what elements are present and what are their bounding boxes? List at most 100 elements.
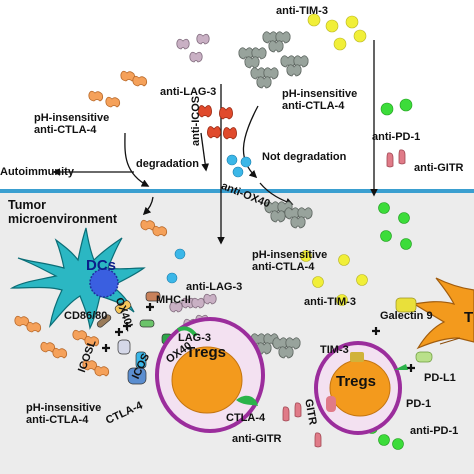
antibody-orange xyxy=(15,316,41,332)
antibody-pd1 xyxy=(392,438,404,450)
antibody-icos xyxy=(219,107,233,120)
label-galectin9: Galectin 9 xyxy=(380,310,433,322)
antibody-lag3 xyxy=(189,51,203,63)
label-tregs-2: Tregs xyxy=(336,373,377,390)
antibody-ox40 xyxy=(166,272,178,284)
antibody-tim3 xyxy=(325,19,339,33)
grey-antibodies-tme xyxy=(251,202,312,358)
antibody-lag3 xyxy=(176,38,190,50)
antibody-pd1 xyxy=(378,202,390,214)
antibody-pd1 xyxy=(400,238,412,250)
tim3-dots-top xyxy=(307,13,367,51)
block-mark xyxy=(372,327,380,335)
antibody-ctla4-cluster xyxy=(263,32,290,52)
label-anti-icos: anti-ICOS xyxy=(190,95,202,146)
antibody-orange xyxy=(88,90,104,102)
label-cd86-80: CD86/80 xyxy=(64,310,108,322)
antibody-ctla4-cluster xyxy=(239,48,266,68)
label-pd-l1: PD-L1 xyxy=(424,372,456,384)
label-autoimmunity: Autoimmunity xyxy=(0,166,74,178)
label-dcs: DCs xyxy=(86,257,117,274)
ctla4-on-treg xyxy=(236,395,258,406)
antibody-ox40 xyxy=(232,166,244,178)
antibody-ctla4-cluster xyxy=(281,56,308,76)
block-mark xyxy=(146,303,154,311)
antibody-gitr xyxy=(282,406,290,422)
antibody-pd1 xyxy=(398,212,410,224)
label-tumor-cell-cut: T xyxy=(464,309,474,326)
gitr-antibodies-top xyxy=(386,149,406,168)
antibody-tim3 xyxy=(312,276,324,288)
label-anti-gitr-top: anti-GITR xyxy=(414,162,464,174)
label-mhc-ii: MHC-II xyxy=(156,294,191,306)
antibody-icos xyxy=(223,127,237,140)
antibody-gitr xyxy=(294,402,302,418)
antibody-ox40 xyxy=(226,154,238,166)
pd1-receptor xyxy=(394,364,408,370)
mhc-ii-receptor xyxy=(145,291,161,302)
ctla4-receptor-blue xyxy=(127,367,147,385)
label-not-degradation: Not degradation xyxy=(262,151,347,163)
antibody-pd1 xyxy=(380,230,392,242)
label-lag3: LAG-3 xyxy=(178,332,211,344)
antibody-tim3 xyxy=(338,254,350,266)
treg-cell-1 xyxy=(155,317,265,433)
label-tim3: TIM-3 xyxy=(320,344,349,356)
tim3-dots-tme xyxy=(300,250,368,306)
antibody-orange xyxy=(41,342,67,358)
antibody-gitr xyxy=(386,152,394,168)
label-anti-pd1-top: anti-PD-1 xyxy=(372,131,421,143)
antibody-ctla4-cluster xyxy=(285,208,312,228)
block-mark xyxy=(407,364,415,372)
antibody-tim3 xyxy=(333,37,347,51)
tumor-boundary-line xyxy=(0,189,474,193)
label-anti-tim3: anti-TIM-3 xyxy=(276,5,328,17)
antibody-lag3 xyxy=(192,294,216,308)
antibody-tim3 xyxy=(356,274,368,286)
cd86-80-receptor xyxy=(96,314,112,328)
treg-cell-2 xyxy=(314,341,408,435)
label-anti-gitr-tme: anti-GITR xyxy=(232,433,282,445)
block-mark xyxy=(123,322,131,330)
label-anti-lag3-tme: anti-LAG-3 xyxy=(186,281,243,293)
red-antibodies-top xyxy=(198,105,237,140)
ox40-dots-top xyxy=(226,154,252,178)
gitr-receptor xyxy=(326,396,336,412)
galectin9-ligand xyxy=(395,297,417,313)
label-degradation: degradation xyxy=(136,158,199,170)
icos-receptor xyxy=(135,351,147,369)
tcr-receptor xyxy=(139,319,155,328)
antibody-pd1 xyxy=(378,434,390,446)
antibody-lag3 xyxy=(196,33,210,45)
antibody-orange xyxy=(132,75,148,87)
label-ctla4-treg: CTLA-4 xyxy=(226,412,266,424)
label-anti-tim3-tme: anti-TIM-3 xyxy=(304,296,356,308)
arrow-orange-down xyxy=(124,132,150,187)
antibody-ctla4-cluster xyxy=(273,338,300,358)
block-mark xyxy=(115,328,123,336)
antibody-tim3 xyxy=(307,13,321,27)
antibody-tim3 xyxy=(300,250,312,262)
lag3-on-treg xyxy=(177,326,198,338)
antibody-tim3 xyxy=(336,294,348,306)
antibody-orange xyxy=(141,220,167,236)
mauve-antibodies-top xyxy=(176,33,210,63)
arrow-degradation-down xyxy=(200,132,210,172)
icosl-receptor xyxy=(117,339,131,355)
tumor-cell xyxy=(395,277,474,363)
label-pd1: PD-1 xyxy=(406,398,432,410)
ox40l-receptor xyxy=(114,300,132,314)
tim3-receptor xyxy=(350,352,364,362)
antibody-icos xyxy=(207,126,221,139)
antibody-ox40 xyxy=(240,156,252,168)
antibody-orange xyxy=(105,96,121,108)
label-anti-pd1-tme: anti-PD-1 xyxy=(410,425,459,437)
antibody-pd1 xyxy=(380,102,394,116)
ox40-dots-tme xyxy=(166,248,186,284)
block-crosses xyxy=(102,303,415,372)
label-anti-lag3: anti-LAG-3 xyxy=(160,86,217,98)
